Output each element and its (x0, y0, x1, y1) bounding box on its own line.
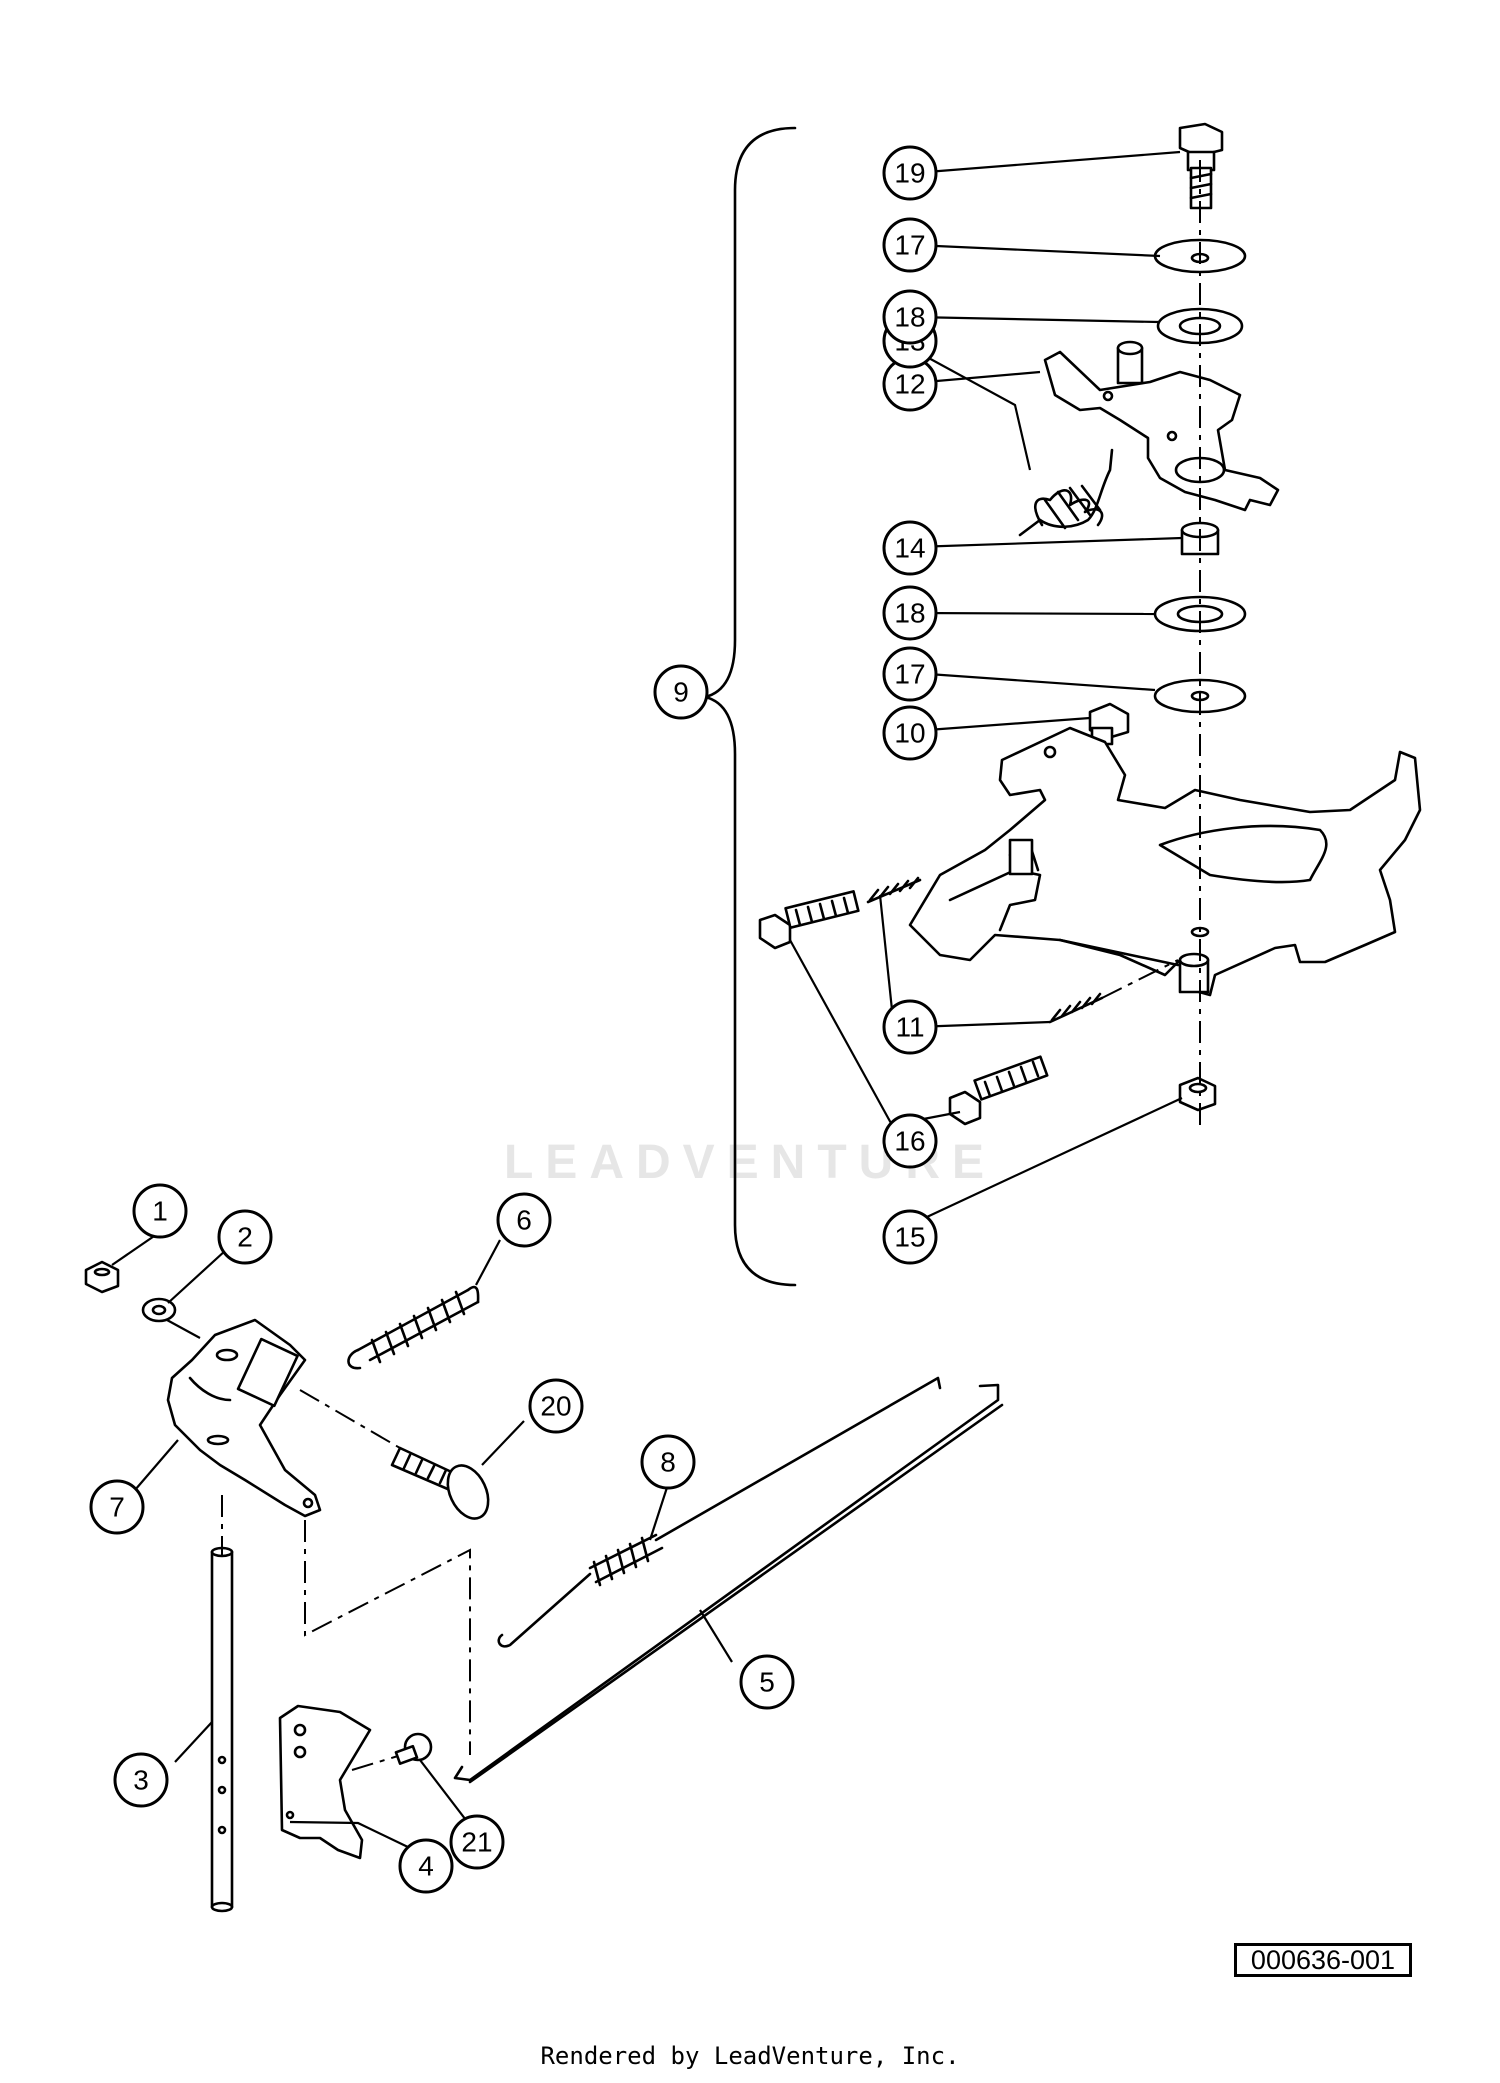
callout-9: 9 (653, 664, 709, 720)
svg-text:12: 12 (894, 369, 925, 400)
callout-8: 8 (640, 1434, 696, 1490)
nut-1 (84, 1260, 120, 1294)
callout-1: 1 (132, 1183, 188, 1239)
svg-text:17: 17 (894, 230, 925, 261)
svg-text:9: 9 (673, 677, 689, 708)
governor-spring-8 (497, 1376, 942, 1648)
svg-text:15: 15 (894, 1222, 925, 1253)
callout-19: 19 (882, 145, 938, 201)
callout-4: 4 (398, 1838, 454, 1894)
throttle-link-rod-5 (453, 1383, 1004, 1784)
callout-17-bottom: 17 (882, 646, 938, 702)
svg-text:10: 10 (894, 718, 925, 749)
svg-text:18: 18 (894, 598, 925, 629)
callout-21: 21 (449, 1814, 505, 1870)
nut-15 (1178, 1076, 1217, 1112)
callout-5: 5 (739, 1654, 795, 1710)
svg-text:14: 14 (894, 533, 925, 564)
svg-text:18: 18 (894, 302, 925, 333)
spring-11-bottom (1048, 992, 1104, 1024)
washer-2 (141, 1297, 177, 1323)
lower-axis-3 (299, 1389, 401, 1449)
svg-text:3: 3 (133, 1765, 149, 1796)
footer-credit: Rendered by LeadVenture, Inc. (540, 2042, 960, 2070)
pivot-screw-20 (390, 1446, 490, 1520)
screw-16-top (758, 890, 860, 950)
governor-lever-12 (1043, 340, 1280, 512)
diagram-code: 000636-001 (1234, 1943, 1412, 1977)
callout-7: 7 (89, 1479, 145, 1535)
bolt-10 (1088, 702, 1130, 746)
callout-20: 20 (528, 1378, 584, 1434)
lower-axis-4 (351, 1755, 399, 1771)
governor-shaft-3 (210, 1546, 234, 1913)
svg-text:6: 6 (516, 1205, 532, 1236)
svg-text:1: 1 (152, 1196, 168, 1227)
governor-arm-7 (166, 1318, 322, 1518)
callout-14: 14 (882, 520, 938, 576)
svg-text:20: 20 (540, 1391, 571, 1422)
wave-washer-18-top (1156, 307, 1244, 345)
callout-6: 6 (496, 1192, 552, 1248)
assembly-brace (703, 126, 797, 1287)
lower-axis-2 (304, 1520, 471, 1755)
callout-3: 3 (113, 1752, 169, 1808)
svg-text:11: 11 (895, 1012, 924, 1043)
svg-text:16: 16 (894, 1126, 925, 1157)
leader-lines (111, 150, 1183, 1849)
callout-11: 11 (882, 999, 938, 1055)
svg-text:21: 21 (461, 1827, 492, 1858)
svg-text:2: 2 (237, 1222, 253, 1253)
screw-21 (394, 1732, 433, 1765)
bracket-4 (278, 1704, 372, 1860)
callout-18-bottom: 18 (882, 585, 938, 641)
callout-18-top: 18 (882, 289, 938, 345)
svg-text:4: 4 (418, 1851, 434, 1882)
callout-17-top: 17 (882, 217, 938, 273)
svg-text:8: 8 (660, 1447, 676, 1478)
callout-10: 10 (882, 705, 938, 761)
svg-text:17: 17 (894, 659, 925, 690)
svg-text:19: 19 (894, 158, 925, 189)
control-bracket-plate (908, 726, 1422, 997)
callout-16: 16 (882, 1113, 938, 1169)
callout-15: 15 (882, 1209, 938, 1265)
callout-2: 2 (217, 1209, 273, 1265)
spring-13 (1018, 448, 1114, 537)
svg-text:5: 5 (759, 1667, 775, 1698)
svg-text:7: 7 (109, 1492, 125, 1523)
screw-16-bottom (948, 1055, 1049, 1126)
spring-6 (347, 1285, 480, 1370)
spring-11-top (866, 876, 922, 904)
spring-axis (1101, 959, 1179, 999)
